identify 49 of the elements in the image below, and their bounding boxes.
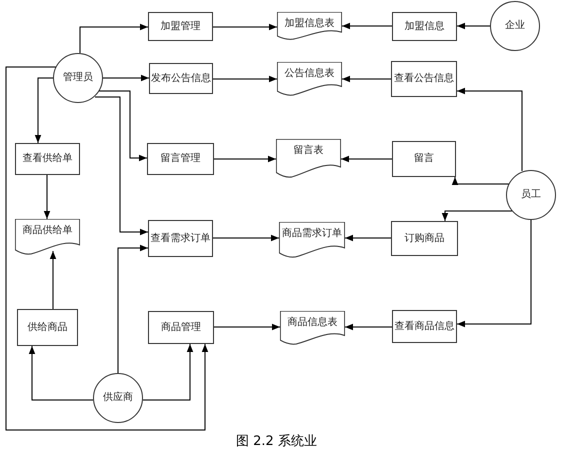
process-box: 加盟信息 [392, 12, 457, 41]
process-box: 查看公告信息 [391, 61, 457, 97]
arrow [212, 76, 278, 82]
arrow [214, 156, 276, 162]
process-box: 查看供给单 [15, 143, 80, 175]
arrow [34, 78, 54, 144]
document-shape: 商品信息表 [280, 311, 345, 345]
arrow [344, 234, 392, 242]
process-box: 商品管理 [148, 311, 214, 344]
arrow [118, 244, 148, 374]
arrow [212, 234, 280, 242]
arrow [212, 24, 278, 30]
entity-circle: 企业 [490, 1, 540, 51]
arrow [44, 174, 50, 220]
document-shape: 商品供给单 [15, 219, 80, 255]
process-box: 发布公告信息 [149, 63, 213, 94]
process-box: 查看需求订单 [148, 220, 213, 257]
arrow [80, 24, 148, 54]
arrow [456, 22, 490, 30]
arrow [50, 250, 56, 310]
document-shape: 公告信息表 [277, 62, 342, 96]
arrow [214, 324, 280, 330]
process-box: 留言 [392, 141, 456, 177]
arrow [94, 96, 148, 236]
process-box: 订购商品 [391, 221, 458, 256]
entity-circle: 管理员 [53, 53, 103, 103]
arrow [456, 220, 532, 328]
process-box: 查看商品信息 [392, 310, 457, 343]
arrow [342, 22, 392, 30]
document-shape: 加盟信息表 [277, 12, 342, 40]
arrow [340, 156, 392, 162]
arrow [142, 344, 194, 400]
arrow [98, 90, 148, 162]
entity-circle: 员工 [506, 170, 556, 220]
arrow [6, 66, 208, 430]
arrow [442, 210, 512, 222]
document-shape: 商品需求订单 [279, 222, 345, 258]
process-box: 留言管理 [147, 143, 214, 175]
caption: 图 2.2 系统业 [236, 433, 317, 450]
arrow [452, 176, 510, 185]
process-box: 加盟管理 [148, 12, 213, 41]
process-box: 供给商品 [17, 309, 78, 346]
arrow [28, 346, 94, 400]
arrow [102, 74, 150, 82]
document-shape: 留言表 [276, 139, 341, 178]
arrow [344, 324, 392, 330]
arrow [342, 76, 392, 82]
arrow [456, 88, 522, 172]
entity-circle: 供应商 [93, 373, 143, 423]
